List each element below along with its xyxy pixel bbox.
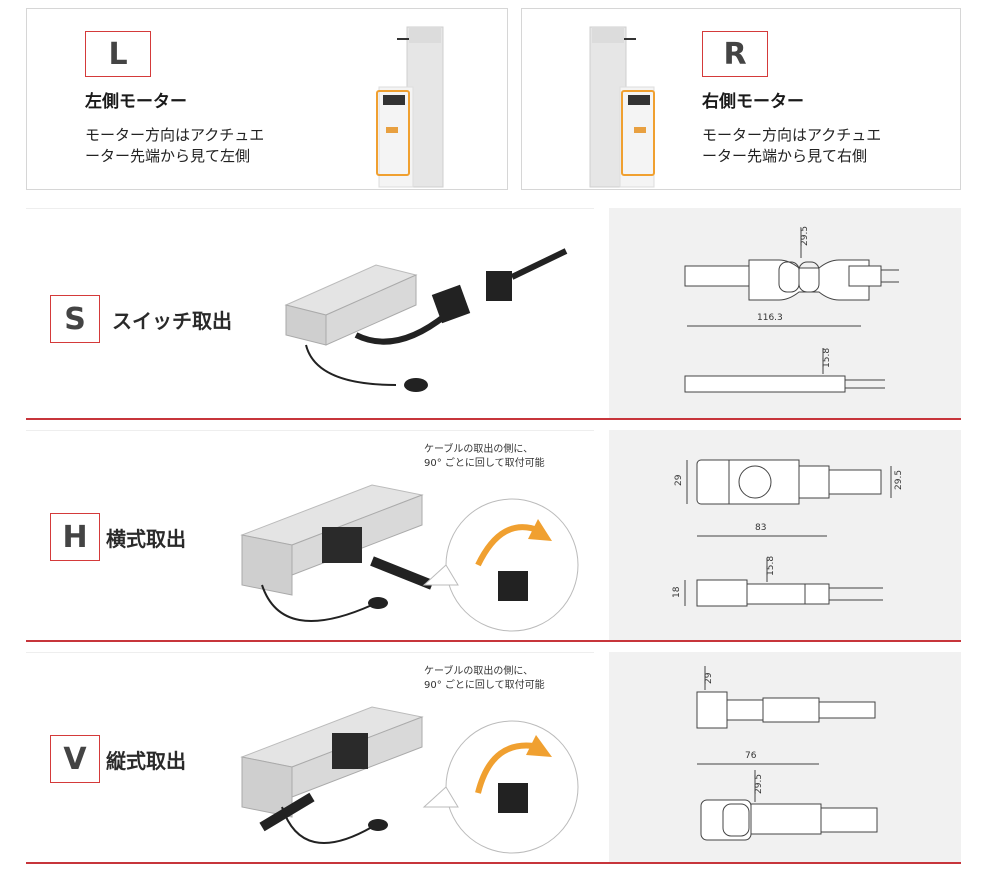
s-thickness-dim: 15.8 — [822, 348, 832, 368]
section-v-drawing-panel: 29 76 29.5 — [609, 652, 961, 862]
section-s-drawing-panel: 116.3 29.5 15.8 — [609, 208, 961, 418]
section-v-title: 縦式取出 — [106, 749, 186, 773]
section-s-photo-panel: S スイッチ取出 — [26, 208, 594, 418]
motor-right-letter: R — [702, 31, 768, 77]
section-v-dimension-drawing: 29 76 29.5 — [696, 666, 878, 841]
section-h-dimension-drawing: 29 29.5 83 18 15.8 — [672, 459, 904, 607]
h-length-dim: 83 — [755, 523, 766, 533]
section-s-dimension-drawing: 116.3 29.5 15.8 — [684, 226, 899, 393]
section-v-note: ケーブルの取出の側に、 90° ごとに回して取付可能 — [424, 665, 545, 693]
section-h-note-line1: ケーブルの取出の側に、 — [424, 444, 534, 455]
motor-left-desc: モーター方向はアクチュエ ーター先端から見て左側 — [85, 125, 264, 167]
v-bottom-height-dim: 29.5 — [754, 774, 764, 794]
motor-right-desc-line2: ーター先端から見て右側 — [702, 147, 868, 165]
section-h-letter: H — [50, 513, 100, 561]
motor-left-desc-line1: モーター方向はアクチュエ — [85, 126, 265, 144]
h-right-height-dim: 29.5 — [894, 470, 904, 490]
switch-actuator-image — [284, 248, 568, 392]
h-left-height-dim: 29 — [674, 474, 684, 486]
section-v-red-divider — [26, 862, 961, 864]
section-h-title: 横式取出 — [106, 527, 186, 551]
section-v-letter: V — [50, 735, 100, 783]
actuator-left-motor-image — [376, 26, 444, 188]
motor-right-desc: モーター方向はアクチュエ ーター先端から見て右側 — [702, 125, 881, 167]
vertical-actuator-image — [240, 706, 579, 854]
section-h-note-line2: 90° ごとに回して取付可能 — [424, 458, 545, 469]
section-s-letter: S — [50, 295, 100, 343]
v-top-height-dim: 29 — [704, 672, 714, 684]
section-h-red-divider — [26, 640, 961, 642]
section-horizontal-outlet: H 横式取出 ケーブルの取出の側に、 90° ごとに回して取付可能 — [26, 430, 961, 642]
section-v-photo-panel: V 縦式取出 ケーブルの取出の側に、 90° ごとに回して取付可能 — [26, 652, 594, 862]
section-v-note-line2: 90° ごとに回して取付可能 — [424, 680, 545, 691]
actuator-right-motor-image — [589, 26, 655, 188]
motor-right-desc-line1: モーター方向はアクチュエ — [702, 126, 882, 144]
section-v-note-line1: ケーブルの取出の側に、 — [424, 666, 534, 677]
motor-left-title: 左側モーター — [85, 92, 187, 112]
h-thickness-dim: 15.8 — [766, 556, 776, 576]
motor-left-letter: L — [85, 31, 151, 77]
h-side-height-dim: 18 — [672, 586, 682, 598]
horizontal-actuator-image — [240, 484, 579, 632]
motor-left-desc-line2: ーター先端から見て左側 — [85, 147, 251, 165]
s-height-dim: 29.5 — [800, 226, 810, 246]
motor-left-card: L 左側モーター モーター方向はアクチュエ ーター先端から見て左側 — [26, 8, 508, 190]
v-length-dim: 76 — [745, 751, 757, 761]
s-length-dim: 116.3 — [757, 313, 783, 323]
section-switch-outlet: S スイッチ取出 116.3 29.5 — [26, 208, 961, 420]
motor-right-title: 右側モーター — [702, 92, 804, 112]
section-h-note: ケーブルの取出の側に、 90° ごとに回して取付可能 — [424, 443, 545, 471]
section-vertical-outlet: V 縦式取出 ケーブルの取出の側に、 90° ごとに回して取付可能 — [26, 652, 961, 864]
section-s-title: スイッチ取出 — [112, 309, 232, 333]
section-h-photo-panel: H 横式取出 ケーブルの取出の側に、 90° ごとに回して取付可能 — [26, 430, 594, 640]
motor-right-card: R 右側モーター モーター方向はアクチュエ ーター先端から見て右側 — [521, 8, 961, 190]
section-h-drawing-panel: 29 29.5 83 18 15.8 — [609, 430, 961, 640]
section-s-red-divider — [26, 418, 961, 420]
